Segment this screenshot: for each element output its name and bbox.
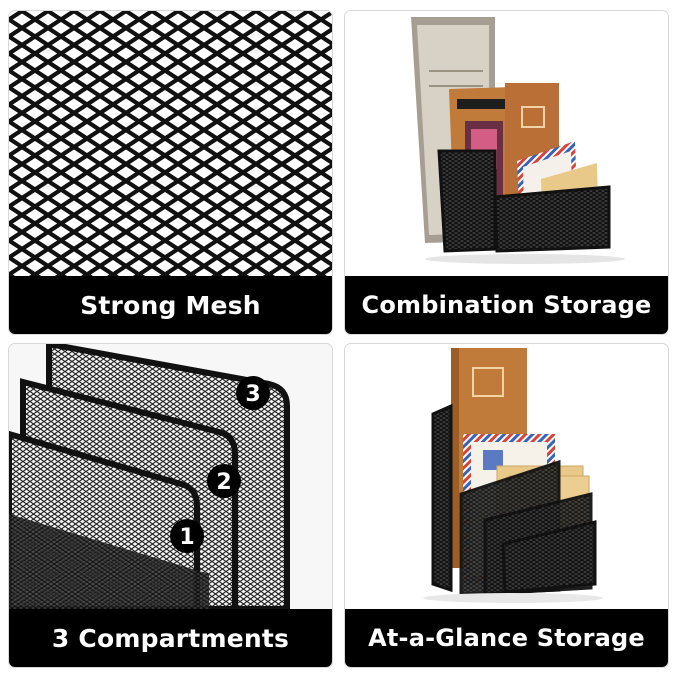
combination-organizers-image <box>345 11 668 276</box>
compartment-badge-1: 1 <box>170 519 204 553</box>
compartments-closeup-image: 3 2 1 <box>9 344 332 609</box>
caption-strong-mesh: Strong Mesh <box>9 276 332 334</box>
compartment-badge-2: 2 <box>207 464 241 498</box>
caption-at-a-glance-storage: At-a-Glance Storage <box>345 609 668 667</box>
panel-at-a-glance-storage: At-a-Glance Storage <box>345 344 668 667</box>
panel-combination-storage: Combination Storage <box>345 11 668 334</box>
svg-text:2: 2 <box>216 470 231 495</box>
caption-combination-storage: Combination Storage <box>345 276 668 334</box>
svg-text:1: 1 <box>179 525 194 550</box>
at-a-glance-organizer-image <box>345 344 668 609</box>
mesh-closeup-image <box>9 11 332 276</box>
compartment-badge-3: 3 <box>236 376 270 410</box>
panel-strong-mesh: Strong Mesh <box>9 11 332 334</box>
svg-text:3: 3 <box>245 382 260 407</box>
panel-3-compartments: 3 2 1 3 Compartments <box>9 344 332 667</box>
caption-3-compartments: 3 Compartments <box>9 609 332 667</box>
